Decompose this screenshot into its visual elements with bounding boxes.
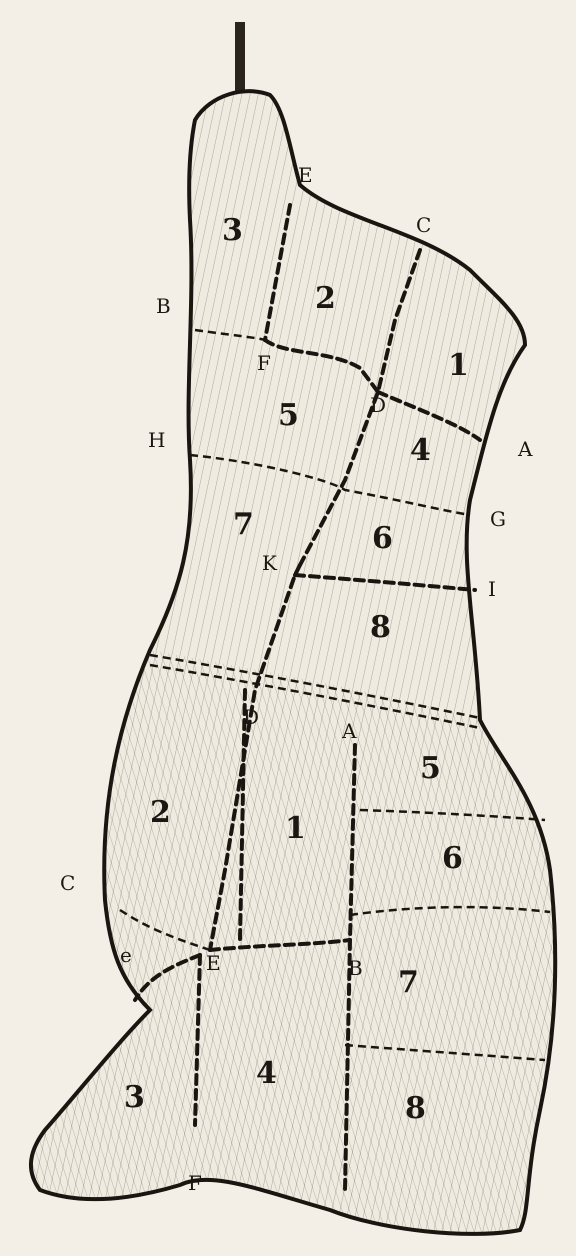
cut-number-4-low: 4 xyxy=(256,1056,277,1091)
label-H-left: H xyxy=(148,428,165,452)
label-B-left: B xyxy=(156,294,171,318)
cut-number-7-top: 7 xyxy=(233,507,254,542)
label-E-lower: E xyxy=(206,951,221,975)
cut-number-7-low: 7 xyxy=(398,965,419,1000)
cut-number-2-top: 2 xyxy=(315,281,336,316)
label-C-left: C xyxy=(60,871,75,895)
cut-number-8-top: 8 xyxy=(370,610,391,645)
label-G-right: G xyxy=(490,507,506,531)
cut-number-6-top: 6 xyxy=(372,521,393,556)
label-A-right: A xyxy=(517,437,533,461)
cut-number-8-low: 8 xyxy=(405,1091,426,1126)
cut-number-3-low: 3 xyxy=(124,1080,145,1115)
cut-number-5-low: 5 xyxy=(420,751,441,786)
cut-number-4: 4 xyxy=(410,433,431,468)
label-E-top: E xyxy=(298,163,313,187)
label-C-top: C xyxy=(416,213,431,237)
cut-number-1-top: 1 xyxy=(448,348,469,383)
label-K: K xyxy=(262,551,278,575)
cut-number-6-low: 6 xyxy=(442,841,463,876)
label-B-lower: B xyxy=(348,956,363,980)
label-e-left: e xyxy=(120,943,132,967)
label-A-lower: A xyxy=(341,719,357,743)
cut-number-3-top: 3 xyxy=(222,213,243,248)
label-I-right: I xyxy=(488,577,496,601)
cut-number-1-low: 1 xyxy=(285,811,306,846)
carcass-hatching-lower xyxy=(31,650,555,1234)
label-D-lower: D xyxy=(243,705,259,729)
cut-number-5-top: 5 xyxy=(278,398,299,433)
label-F-upper: F xyxy=(257,351,271,375)
label-D-upper: D xyxy=(370,393,386,417)
cut-number-2-low: 2 xyxy=(150,795,171,830)
label-F-bottom: F xyxy=(188,1171,202,1195)
